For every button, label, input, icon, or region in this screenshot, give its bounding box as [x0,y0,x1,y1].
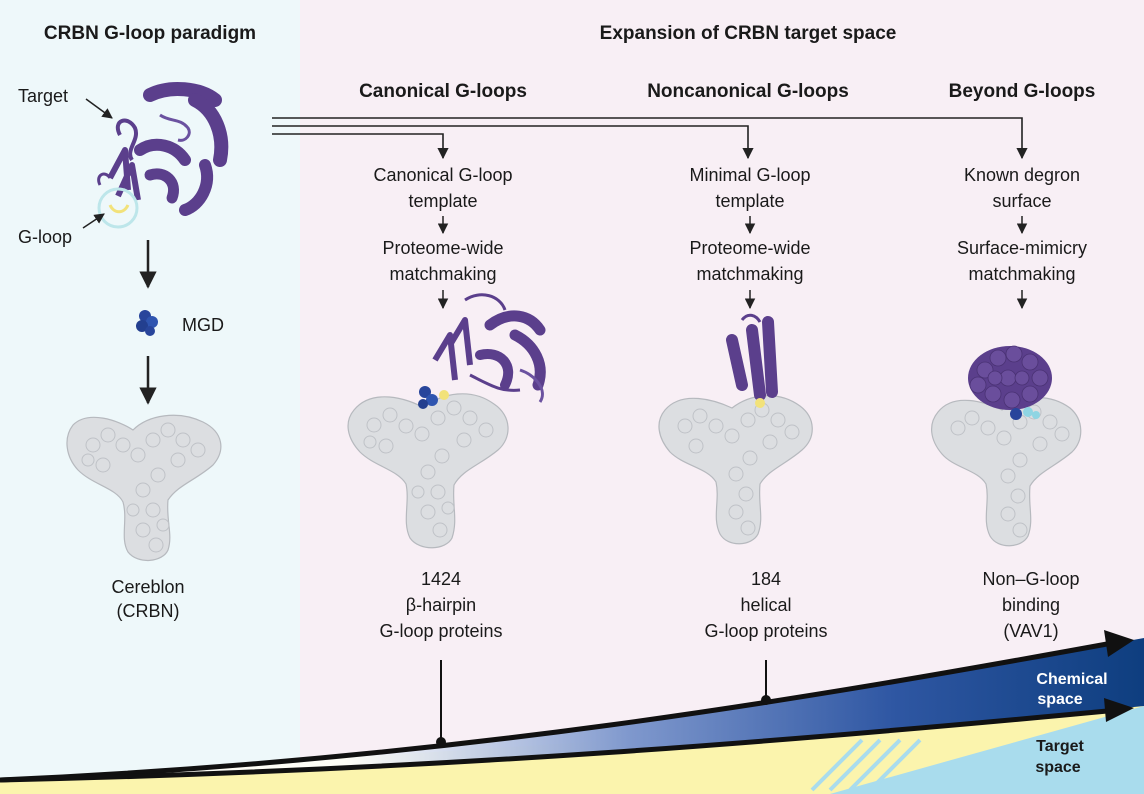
target-space-arrow [0,707,1119,783]
col3-result-line3: (VAV1) [1003,621,1058,641]
left-panel-title: CRBN G-loop paradigm [44,23,256,44]
col1-marker-dot [436,737,446,747]
target-space-label-line2: space [1035,759,1080,776]
col3-result-line2: binding [1002,595,1060,615]
col2-step2-line2: matchmaking [696,264,803,284]
col3-step1-line2: surface [992,191,1051,211]
right-panel-title: Expansion of CRBN target space [600,23,897,44]
col1-step2-line2: matchmaking [389,264,496,284]
target-space-wedge [830,706,1144,794]
col1-result-line1: 1424 [421,569,461,589]
col2-result-line2: helical [740,595,791,615]
col1-result-line3: G-loop proteins [379,621,502,641]
target-protein-col1 [432,293,546,403]
gloop-highlight [97,187,139,229]
chemical-space-wedge [0,638,1144,780]
col3-step2-line1: Surface-mimicry [957,238,1087,258]
gloop-pointer-arrow [82,213,105,229]
mgd-molecule [136,310,158,336]
mgd-col1 [418,386,449,409]
chemical-space-arrow [0,639,1119,783]
target-pointer-arrow [85,98,113,119]
target-space-label-line1: Target [1036,738,1084,755]
col2-marker-dot [761,695,771,705]
crbn-structure-col3 [931,397,1082,547]
col1-step1-line1: Canonical G-loop [373,165,512,185]
connector-lines [272,117,1028,160]
col2-step1-line2: template [715,191,784,211]
target-protein-col2 [726,313,778,408]
left-panel-background [0,0,300,794]
chemical-space-label-line1: Chemical [1036,671,1107,688]
target-protein-structure [97,82,229,216]
cereblon-label-line1: Cereblon [111,577,184,597]
target-space-hatch [810,738,922,792]
col2-step2-line1: Proteome-wide [689,238,810,258]
column-heading-noncanonical: Noncanonical G-loops [647,81,849,102]
col1-result-line2: β-hairpin [406,595,476,615]
chemical-space-label-line2: space [1037,691,1082,708]
mgd-label: MGD [182,315,224,335]
col2-result-line1: 184 [751,569,781,589]
column-heading-canonical: Canonical G-loops [359,81,527,102]
chemical-space-arrowhead [1104,630,1134,657]
col3-result-line1: Non–G-loop [982,569,1079,589]
crbn-structure-col1 [347,393,509,549]
col1-step1-line2: template [408,191,477,211]
target-protein-col3 [968,345,1052,420]
col2-result-line3: G-loop proteins [704,621,827,641]
column-heading-beyond: Beyond G-loops [949,81,1096,102]
target-space-arrowhead [1104,698,1134,722]
target-label: Target [18,86,68,106]
crbn-structure-left [66,414,222,561]
col3-step1-line1: Known degron [964,165,1080,185]
col1-step2-line1: Proteome-wide [382,238,503,258]
col2-step1-line1: Minimal G-loop [689,165,810,185]
col3-step2-line2: matchmaking [968,264,1075,284]
gloop-label: G-loop [18,227,72,247]
cereblon-label-line2: (CRBN) [117,601,180,621]
